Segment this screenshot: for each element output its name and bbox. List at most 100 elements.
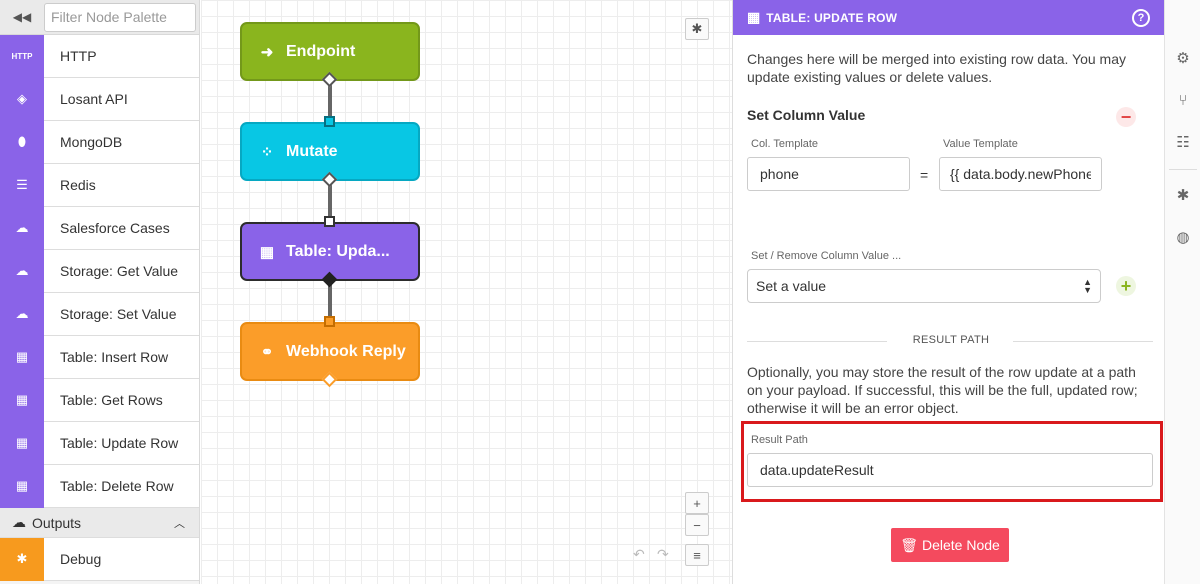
endpoint-icon: ➜ (260, 43, 274, 61)
palette-item-label: MongoDB (60, 134, 123, 150)
bug-icon[interactable]: ✱ (1176, 187, 1190, 204)
http-icon: HTTP (0, 34, 44, 78)
select-value: Set a value (756, 278, 827, 294)
workflow-canvas[interactable]: ➜ Endpoint ⁘ Mutate ▦ Table: Upda... ⚭ W… (201, 0, 732, 584)
palette-item-label: Table: Update Row (60, 435, 179, 451)
filter-node-palette-input[interactable] (44, 2, 196, 32)
panel-title: TABLE: UPDATE ROW (766, 10, 898, 25)
node-palette: ◀◀ HTTP HTTP ◈ Losant API ⬮ MongoDB ☰ Re… (0, 0, 200, 584)
right-icon-rail: ⚙ ⑂ ☷ ✱ ◍ (1164, 0, 1200, 584)
bug-icon: ✱ (0, 537, 44, 581)
palette-item-salesforce-cases[interactable]: ☁ Salesforce Cases (0, 206, 199, 250)
palette-item-table-get-rows[interactable]: ▦ Table: Get Rows (0, 378, 199, 422)
canvas-menu-button[interactable]: ≡ (685, 544, 709, 566)
palette-item-table-insert-row[interactable]: ▦ Table: Insert Row (0, 335, 199, 379)
node-properties-panel: ▦ TABLE: UPDATE ROW ? Changes here will … (732, 0, 1164, 584)
palette-item-label: Table: Insert Row (60, 349, 169, 365)
palette-item-http[interactable]: HTTP HTTP (0, 34, 199, 78)
result-path-highlight (741, 421, 1163, 502)
palette-item-label: Storage: Get Value (60, 263, 179, 279)
mongodb-leaf-icon: ⬮ (0, 120, 44, 164)
redo-icon[interactable]: ↷ (657, 546, 669, 562)
palette-item-label: Salesforce Cases (60, 220, 170, 236)
divider (747, 341, 887, 342)
node-label: Endpoint (286, 42, 356, 60)
set-remove-column-label: Set / Remove Column Value ... (751, 250, 902, 262)
globe-icon[interactable]: ◍ (1176, 229, 1190, 246)
result-path-input[interactable] (747, 453, 1153, 487)
node-input-port[interactable] (324, 116, 335, 127)
table-icon: ▦ (747, 9, 761, 25)
divider (1013, 341, 1153, 342)
palette-item-label: Losant API (60, 91, 128, 107)
node-label: Mutate (286, 142, 338, 160)
col-template-label: Col. Template (751, 138, 819, 150)
panel-header: ▦ TABLE: UPDATE ROW ? (733, 0, 1164, 35)
table-icon: ▦ (259, 243, 275, 261)
equals-sign: = (920, 167, 929, 183)
result-path-label: Result Path (751, 434, 808, 446)
undo-icon[interactable]: ↶ (633, 546, 645, 562)
trash-icon: 🗑 (900, 536, 918, 553)
zoom-in-button[interactable]: + (685, 492, 709, 514)
remove-column-button[interactable]: − (1116, 107, 1136, 127)
palette-toolbar: ◀◀ (0, 0, 199, 35)
palette-item-losant-api[interactable]: ◈ Losant API (0, 77, 199, 121)
palette-item-label: Debug (60, 551, 102, 567)
palette-item-label: HTTP (60, 48, 97, 64)
connection-wire[interactable] (328, 180, 332, 222)
database-icon[interactable]: ☷ (1176, 134, 1190, 151)
palette-item-mongodb[interactable]: ⬮ MongoDB (0, 120, 199, 164)
gear-icon[interactable]: ⚙ (1176, 50, 1190, 67)
workflow-node-endpoint[interactable]: ➜ Endpoint (240, 22, 420, 81)
result-path-section-title: RESULT PATH (747, 334, 1155, 346)
set-column-value-heading: Set Column Value (747, 107, 866, 123)
palette-item-label: Table: Get Rows (60, 392, 163, 408)
branch-icon[interactable]: ⑂ (1178, 91, 1188, 109)
bug-icon: ✱ (691, 21, 703, 36)
losant-api-icon: ◈ (0, 77, 44, 121)
salesforce-cloud-icon: ☁ (0, 206, 44, 250)
palette-item-storage-set-value[interactable]: ☁ Storage: Set Value (0, 292, 199, 336)
node-input-port[interactable] (324, 216, 335, 227)
chevron-up-icon: ︿ (174, 517, 185, 530)
set-remove-column-select[interactable]: Set a value ▲▼ (747, 269, 1101, 303)
value-template-input[interactable] (939, 157, 1102, 191)
add-column-button[interactable]: + (1116, 276, 1136, 296)
palette-item-redis[interactable]: ☰ Redis (0, 163, 199, 207)
table-update-icon: ▦ (0, 421, 44, 465)
delete-node-button[interactable]: 🗑 Delete Node (891, 528, 1009, 562)
zoom-out-button[interactable]: − (685, 514, 709, 536)
double-chevron-left-icon[interactable]: ◀◀ (12, 10, 32, 24)
connection-wire[interactable] (328, 80, 332, 122)
cloud-upload-icon: ☁ (0, 292, 44, 336)
palette-item-table-delete-row[interactable]: ▦ Table: Delete Row (0, 464, 199, 508)
workflow-node-webhook-reply[interactable]: ⚭ Webhook Reply (240, 322, 420, 381)
value-template-label: Value Template (943, 138, 1018, 150)
table-get-icon: ▦ (0, 378, 44, 422)
col-template-input[interactable] (747, 157, 910, 191)
mutate-icon: ⁘ (260, 143, 274, 161)
palette-item-label: Redis (60, 177, 96, 193)
cloud-download-icon: ☁ (0, 249, 44, 293)
outputs-category-header[interactable]: ☁ Outputs ︿ (0, 508, 199, 538)
connection-wire[interactable] (328, 280, 332, 322)
table-insert-icon: ▦ (0, 335, 44, 379)
palette-item-label: Storage: Set Value (60, 306, 177, 322)
palette-item-table-update-row[interactable]: ▦ Table: Update Row (0, 421, 199, 465)
palette-item-debug[interactable]: ✱ Debug (0, 537, 199, 581)
cloud-download-icon: ☁ (12, 514, 26, 530)
help-icon[interactable]: ? (1132, 8, 1150, 27)
select-arrows-icon: ▲▼ (1083, 277, 1092, 295)
palette-item-label: Table: Delete Row (60, 478, 174, 494)
node-input-port[interactable] (324, 316, 335, 327)
table-delete-icon: ▦ (0, 464, 44, 508)
palette-item-storage-get-value[interactable]: ☁ Storage: Get Value (0, 249, 199, 293)
panel-description: Changes here will be merged into existin… (747, 51, 1126, 85)
result-path-description: Optionally, you may store the result of … (747, 364, 1138, 416)
canvas-debug-button[interactable]: ✱ (685, 18, 709, 40)
redis-stack-icon: ☰ (0, 163, 44, 207)
node-label: Table: Upda... (286, 242, 390, 260)
link-icon: ⚭ (260, 343, 274, 361)
rail-divider (1169, 169, 1197, 170)
